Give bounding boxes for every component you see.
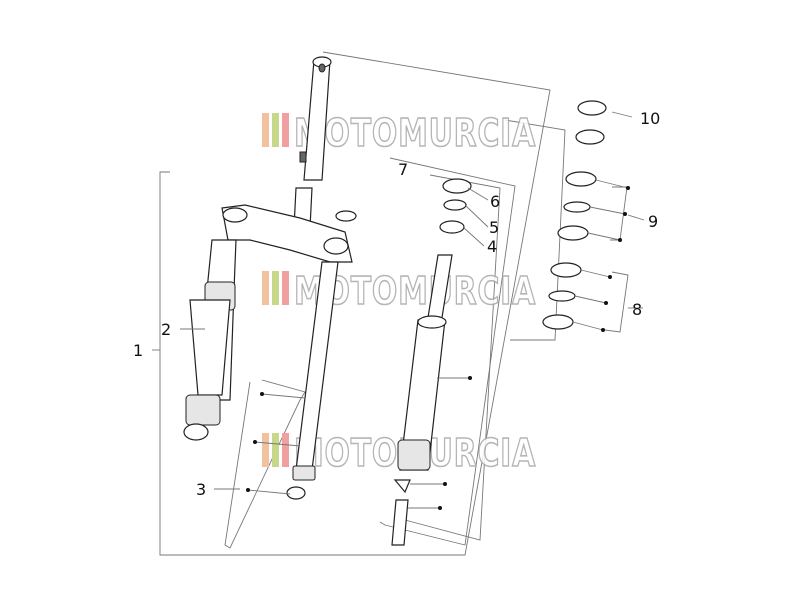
frame-item-3	[224, 379, 306, 549]
leader-dot	[589, 206, 626, 215]
watermark-stripe	[272, 433, 279, 467]
bearing-cup-9b	[557, 225, 589, 241]
clip-5	[443, 199, 467, 211]
washer	[393, 479, 411, 494]
leader-9	[627, 214, 645, 221]
outer-tube-top	[417, 315, 447, 329]
watermark-stripe	[272, 113, 279, 147]
rod-base	[292, 465, 316, 481]
frame-item-7	[379, 157, 516, 546]
leader-6	[467, 187, 489, 201]
callout-9: 9	[648, 212, 658, 231]
rod-bushing	[286, 486, 306, 500]
leader-dot	[574, 295, 607, 304]
stem-hole	[318, 63, 326, 73]
leader-dot	[260, 392, 264, 396]
spring-rod	[286, 210, 357, 500]
leader-dot	[247, 489, 291, 495]
callout-labels: 1 2 3 4 5 6 7 8 9 10	[133, 109, 660, 499]
bearing-balls-8	[548, 290, 576, 302]
bearing-cup-8a	[550, 262, 582, 278]
leader-dot	[246, 488, 250, 492]
leader-10	[611, 111, 633, 118]
clamp-left-eye	[222, 207, 248, 223]
leader-dot	[608, 275, 612, 279]
leader-dot	[254, 441, 301, 447]
callout-6: 6	[490, 192, 500, 211]
callout-10: 10	[640, 109, 660, 128]
stem-key	[299, 151, 307, 163]
leader-dot	[604, 301, 608, 305]
drain-bolt	[391, 499, 409, 546]
leader-dot	[601, 328, 605, 332]
watermark-text: MOTOMURCIA	[294, 111, 536, 155]
leader-dot	[595, 179, 629, 189]
frame-item-1	[159, 51, 551, 556]
watermark-top: MOTOMURCIA	[262, 110, 536, 156]
triple-clamp	[221, 204, 353, 263]
callout-7: 7	[398, 160, 408, 179]
cap-nut	[335, 210, 357, 222]
leader-dot	[253, 440, 257, 444]
watermark-middle: MOTOMURCIA	[262, 268, 536, 314]
callout-8: 8	[632, 300, 642, 319]
seal-6	[442, 178, 472, 194]
fork-tube-left	[183, 56, 353, 441]
watermark-stripe	[272, 271, 279, 305]
leader-dot	[261, 393, 306, 399]
leader-dot	[468, 376, 472, 380]
leader-dot	[443, 482, 447, 486]
watermark-stripe	[262, 271, 269, 305]
callout-4: 4	[487, 237, 497, 256]
bracket-item-8	[604, 271, 629, 333]
callout-3: 3	[196, 480, 206, 499]
clamp-right-eye	[323, 237, 349, 255]
leader-dot	[438, 506, 442, 510]
watermark-stripe	[282, 271, 289, 305]
leader-dot	[580, 269, 611, 278]
callout-1: 1	[133, 341, 143, 360]
bearing-stack	[542, 100, 607, 330]
callout-5: 5	[489, 218, 499, 237]
bearing-nut-10	[577, 100, 607, 116]
fork-bottom	[185, 394, 221, 426]
leader-dot	[623, 212, 627, 216]
watermark-stripe	[282, 433, 289, 467]
leader-dot	[618, 238, 622, 242]
leader-4	[463, 227, 485, 247]
bearing-cup-8b	[542, 314, 574, 330]
watermark-stripe	[262, 113, 269, 147]
leader-dot	[626, 186, 630, 190]
leader-dots	[246, 186, 630, 510]
bearing-balls-9	[563, 201, 591, 213]
bearing-cup-9a	[565, 171, 597, 187]
outer-tube-bottom	[397, 439, 431, 471]
axle-mount	[183, 423, 209, 441]
leader-lines	[180, 111, 645, 509]
leader-dot	[587, 232, 621, 241]
bearing-cup-10b	[575, 129, 605, 145]
callout-2: 2	[161, 320, 171, 339]
watermark-stripe	[282, 113, 289, 147]
fork-leg-right	[391, 178, 472, 546]
leader-dot	[572, 321, 604, 331]
bushing-4	[439, 220, 465, 234]
leader-5	[465, 205, 489, 228]
watermark-stripe	[262, 433, 269, 467]
fork-slider	[189, 299, 231, 396]
